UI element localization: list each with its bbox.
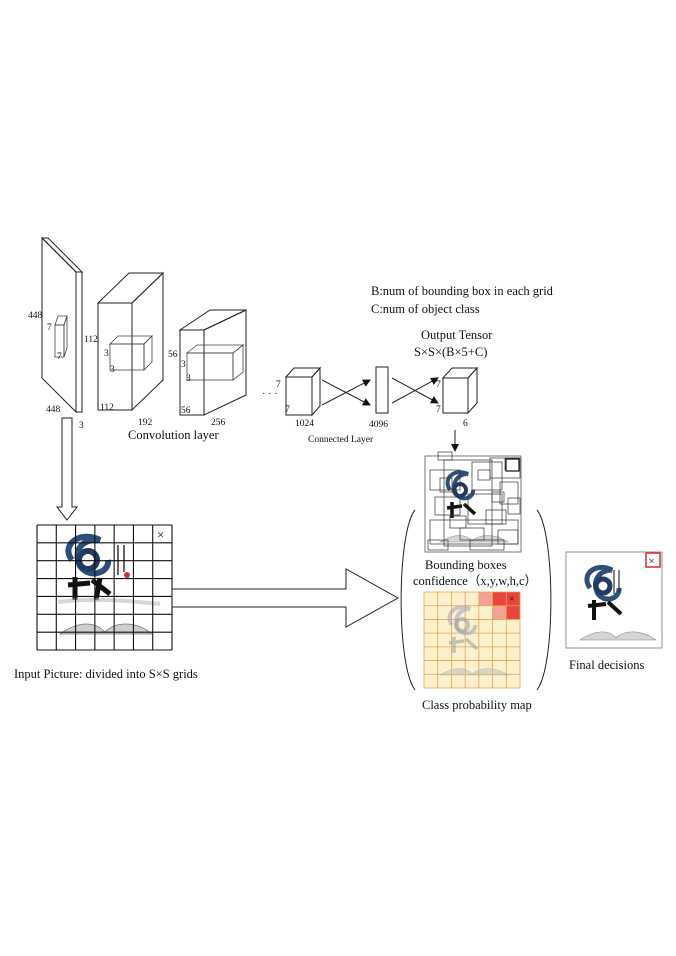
input-kernel-b-label: 7	[57, 352, 62, 362]
output-height-label: 7	[436, 380, 441, 390]
conv2-kernel-b-label: 3	[186, 374, 191, 384]
conv-last-width-label: 7	[285, 405, 290, 415]
book-illustration	[57, 533, 161, 635]
output-width-label: 7	[436, 405, 441, 415]
output-tensor-formula: S×S×(B×5+C)	[414, 345, 487, 359]
conv-last-height-label: 7	[276, 380, 281, 390]
b-definition: B:num of bounding box in each grid	[371, 284, 554, 298]
input-layer-block	[40, 236, 84, 414]
final-marker: ×	[649, 556, 655, 568]
connected-layer-label: Connected Layer	[308, 435, 374, 445]
conv2-block	[178, 309, 247, 416]
convolution-layer-label: Convolution layer	[128, 428, 219, 442]
hollow-down-arrow	[55, 417, 79, 521]
output-tensor-title: Output Tensor	[421, 328, 493, 342]
bounding-box	[497, 529, 519, 545]
bounding-box-rects	[427, 451, 521, 551]
fc-layer	[375, 366, 389, 414]
bounding-box	[499, 481, 519, 505]
bounding-box	[427, 539, 449, 551]
bounding-box	[469, 539, 505, 551]
bounding-box	[505, 458, 520, 472]
bounding-box	[434, 496, 461, 516]
final-decisions-caption: Final decisions	[569, 658, 644, 672]
hollow-right-arrow	[171, 568, 400, 628]
input-kernel-a-label: 7	[47, 323, 52, 333]
final-decision-image: ×	[565, 551, 663, 649]
class-probability-map: ×	[423, 591, 521, 689]
conv1-width-label: 112	[100, 403, 114, 413]
input-width-label: 448	[46, 405, 61, 415]
output-depth-label: 6	[463, 419, 468, 429]
output-tensor-block	[441, 366, 479, 415]
class-grid	[423, 591, 521, 689]
conv1-block	[96, 271, 165, 412]
bounding-box	[437, 451, 453, 461]
conv2-kernel-a-label: 3	[181, 360, 186, 370]
input-picture: ×	[36, 524, 173, 651]
conv1-height-label: 112	[84, 335, 98, 345]
right-paren	[536, 509, 552, 691]
conv-last-depth-label: 1024	[295, 419, 314, 429]
bounding-box	[477, 469, 491, 481]
class-cell-light	[492, 605, 507, 620]
bounding-box	[439, 477, 453, 493]
c-definition: C:num of object class	[371, 302, 480, 316]
conv1-kernel-a-label: 3	[104, 349, 109, 359]
bounding-box	[507, 497, 521, 515]
input-grid	[36, 524, 173, 651]
bounding-box	[449, 515, 467, 529]
class-cell-hot	[506, 605, 520, 620]
ellipsis: · · ·	[262, 389, 278, 400]
bounding-boxes-image	[424, 451, 522, 553]
input-picture-caption: Input Picture: divided into S×S grids	[14, 667, 198, 681]
final-detection-box	[645, 552, 661, 568]
bounding-box	[491, 491, 505, 503]
conv2-depth-label: 256	[211, 418, 226, 428]
fc-size-label: 4096	[369, 420, 388, 430]
bounding-boxes-caption-1: Bounding boxes	[425, 558, 507, 572]
conv2-height-label: 56	[168, 350, 178, 360]
class-map-caption: Class probability map	[422, 698, 532, 712]
bounding-box	[429, 469, 461, 491]
input-height-label: 448	[28, 311, 43, 321]
bounding-boxes-caption-2: confidence（x,y,w,h,c）	[413, 574, 537, 588]
left-paren	[400, 509, 416, 691]
conv-last-block	[284, 366, 322, 417]
conv1-depth-label: 192	[138, 418, 153, 428]
class-map-marker: ×	[509, 594, 515, 605]
bounding-box	[485, 509, 507, 525]
conv2-width-label: 56	[181, 406, 191, 416]
bounding-box	[471, 461, 503, 491]
bounding-box	[443, 459, 493, 547]
conv1-kernel-b-label: 3	[110, 365, 115, 375]
class-cell-hot	[492, 592, 507, 606]
class-cell-light	[478, 592, 493, 606]
bounding-box	[467, 493, 503, 525]
input-depth-label: 3	[79, 421, 84, 431]
class-cell-hot	[506, 592, 520, 606]
input-picture-marker: ×	[157, 527, 164, 542]
